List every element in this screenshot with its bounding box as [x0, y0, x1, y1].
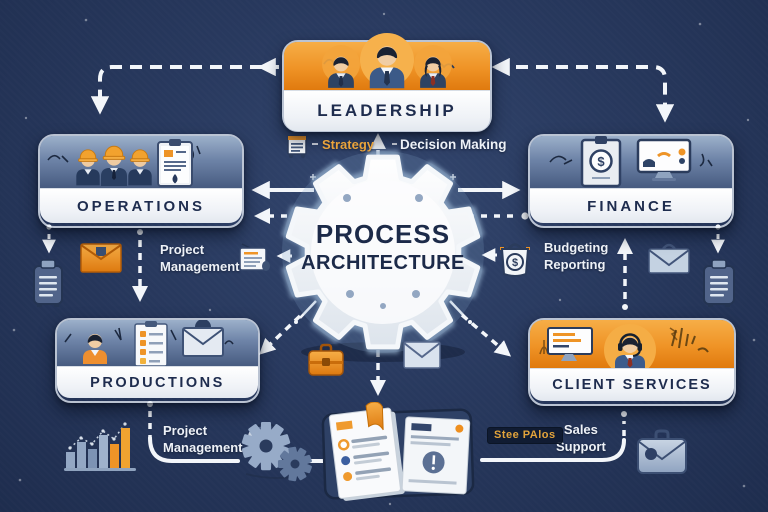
- scribble: [64, 327, 122, 343]
- node-operations: OPERATIONS: [38, 134, 244, 228]
- sparkle: [449, 300, 467, 319]
- monitor-chart-icon: [636, 138, 692, 181]
- node-productions: PRODUCTIONS: [55, 318, 260, 403]
- operations-label: OPERATIONS: [40, 188, 242, 223]
- gear-icon: [281, 150, 485, 354]
- node-client-services: CLIENT SERVICES: [528, 318, 736, 406]
- scribble: [170, 329, 234, 345]
- gear-face: [311, 180, 455, 324]
- arrow-leadership-operations: [90, 57, 276, 115]
- project-management-upper-label: Project Management: [160, 242, 240, 274]
- scribble: [671, 327, 709, 353]
- worker-team-icon: [47, 139, 201, 187]
- arrow-leadership-finance: [491, 57, 675, 123]
- sparkle: [299, 300, 317, 319]
- scribble: [549, 155, 573, 165]
- scribble: [669, 327, 678, 341]
- arrow-gear-productions-diagonal: [259, 314, 302, 355]
- document-card: [401, 416, 471, 495]
- finance-label: FINANCE: [530, 188, 732, 223]
- node-finance: $ FINANCE: [528, 134, 734, 228]
- productions-art: [57, 320, 258, 366]
- decision-making-label: Decision Making: [400, 137, 507, 152]
- worker-icon: [128, 149, 152, 186]
- grey-envelope-icon: [403, 341, 441, 369]
- leadership-people-icon: [322, 33, 452, 89]
- document-stack-icon: [703, 259, 735, 307]
- bar-chart-icon: [64, 422, 136, 471]
- line-productions-elbow: [148, 436, 240, 463]
- scribble: [539, 340, 549, 355]
- stee-palos-chip: Stee PAlos: [487, 427, 563, 444]
- arrow-gear-clientservices-diagonal: [460, 313, 512, 357]
- gears-icon: [241, 422, 312, 482]
- leadership-label: LEADERSHIP: [284, 90, 490, 131]
- operations-art: [40, 136, 242, 188]
- node-leadership: LEADERSHIP: [282, 33, 492, 132]
- finance-art-icons: $: [549, 136, 713, 188]
- orange-envelope-icon: [80, 243, 122, 273]
- person-icon: [369, 46, 405, 89]
- gear-marks: [343, 194, 423, 309]
- clipboard-icon: [157, 139, 193, 187]
- line-clientservices-elbow: [480, 438, 626, 462]
- orange-briefcase-icon: [308, 343, 344, 376]
- sparkle-dot: [294, 320, 298, 324]
- client-services-label: CLIENT SERVICES: [530, 368, 734, 401]
- person-icon: [83, 334, 107, 364]
- process-gear: [273, 148, 493, 360]
- dollar-glyph: $: [597, 154, 605, 169]
- scribble: [47, 154, 69, 163]
- document-stack-icon: [33, 259, 63, 307]
- dot: [622, 304, 628, 310]
- budgeting-reporting-label: Budgeting Reporting: [544, 240, 609, 272]
- gear-title-line1: PROCESS: [315, 219, 451, 249]
- worker-icon: [101, 145, 127, 186]
- person-icon: [328, 56, 354, 88]
- productions-label: PRODUCTIONS: [57, 366, 258, 398]
- money-bag-icon: $: [500, 243, 530, 277]
- document-card: [328, 402, 405, 501]
- strategy-doc-icon: [287, 135, 307, 159]
- mail-briefcase-icon: [648, 243, 690, 274]
- sparkle-dot: [468, 320, 472, 324]
- dollar-clipboard-icon: $: [580, 136, 622, 188]
- person-icon: [420, 56, 446, 88]
- checklist-icon: [134, 321, 168, 366]
- sales-support-label: Sales Support: [556, 422, 606, 454]
- documents-board-icon: [321, 402, 475, 501]
- sales-briefcase-icon: [637, 429, 687, 474]
- dot: [621, 411, 627, 417]
- strategy-label: Strategy: [322, 137, 375, 152]
- client-services-art: [530, 320, 734, 368]
- note-document-icon: [239, 243, 270, 271]
- project-management-lower-label: Project Management: [163, 423, 243, 455]
- envelope-icon: [182, 320, 224, 357]
- scribble: [699, 153, 713, 167]
- worker-icon: [76, 149, 100, 186]
- dollar-glyph: $: [512, 257, 518, 269]
- background-specks: [12, 12, 756, 506]
- headset-person-icon: [615, 333, 645, 368]
- productions-art-icons: [64, 320, 234, 366]
- dot: [521, 212, 529, 220]
- monitor-icon: [547, 327, 593, 361]
- dot: [137, 229, 143, 235]
- gear-title: PROCESS ARCHITECTURE: [288, 219, 478, 275]
- finance-art: $: [530, 136, 732, 188]
- client-services-art-icons: [539, 324, 709, 368]
- gear-title-line2: ARCHITECTURE: [301, 252, 465, 274]
